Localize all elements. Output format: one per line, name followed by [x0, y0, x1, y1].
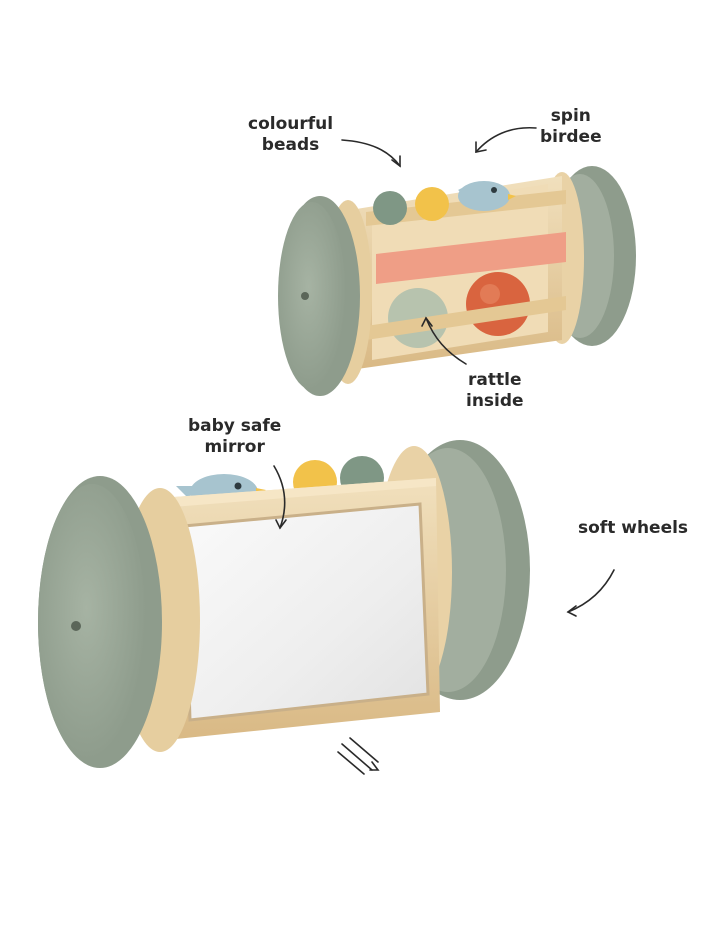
label-baby-safe-mirror: baby safe mirror — [188, 416, 282, 457]
arrow-rattle — [425, 317, 467, 365]
label-soft-wheels: soft wheels — [578, 518, 689, 538]
baby-safe-mirror — [182, 502, 430, 722]
arrow-mirror — [273, 465, 286, 529]
label-rattle-inside: rattle inside — [466, 370, 524, 411]
top-bead-yellow — [415, 187, 449, 221]
arrow-beads — [341, 139, 401, 167]
top-bead-green — [373, 191, 407, 225]
motion-lines — [337, 737, 379, 775]
arrow-wheels — [567, 569, 615, 613]
arrow-birdee — [475, 126, 537, 153]
spin-bird-top — [458, 181, 516, 211]
top-toy-rattle — [278, 166, 636, 396]
annotation-arrows — [273, 126, 615, 775]
label-colourful-beads: colourful beads — [248, 114, 334, 155]
label-spin-birdee: spin birdee — [540, 106, 602, 147]
bottom-toy-mirror — [38, 440, 530, 768]
